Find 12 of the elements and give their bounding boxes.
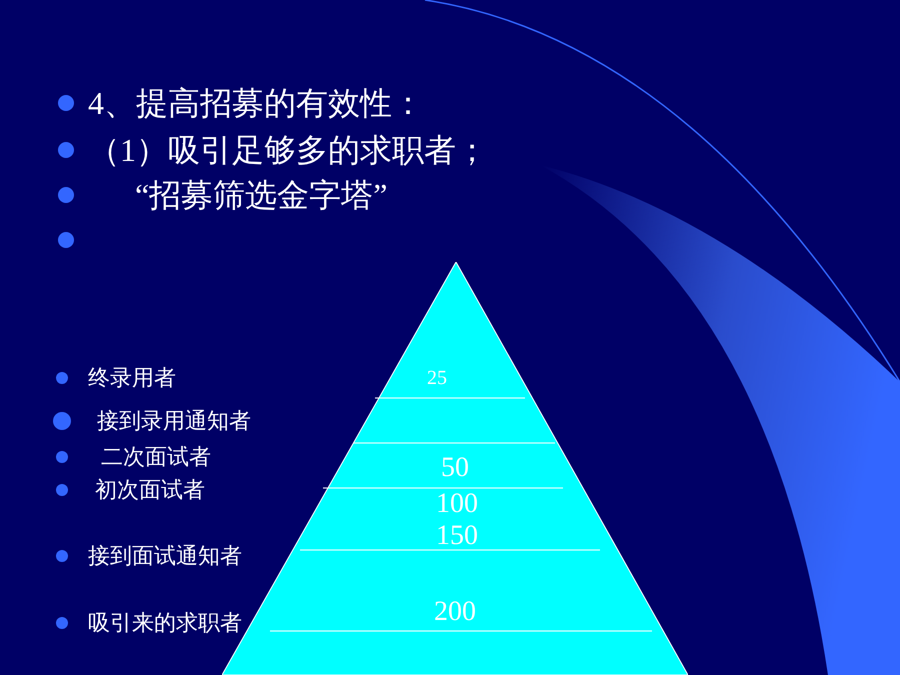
stage-label: 吸引来的求职者 — [88, 612, 242, 634]
heading-line: （1）吸引足够多的求职者； — [88, 134, 488, 166]
count-label: 200 — [434, 598, 476, 626]
count-label: 25 — [427, 368, 447, 388]
count-label: 100 — [436, 490, 478, 518]
heading-line: “招募筛选金字塔” — [135, 179, 388, 211]
heading-line: 4、提高招募的有效性： — [88, 87, 424, 119]
count-label: 150 — [436, 522, 478, 550]
stage-label: 接到录用通知者 — [97, 410, 251, 432]
stage-label: 接到面试通知者 — [88, 545, 242, 567]
stage-label: 终录用者 — [88, 367, 176, 389]
count-label: 50 — [441, 454, 469, 482]
